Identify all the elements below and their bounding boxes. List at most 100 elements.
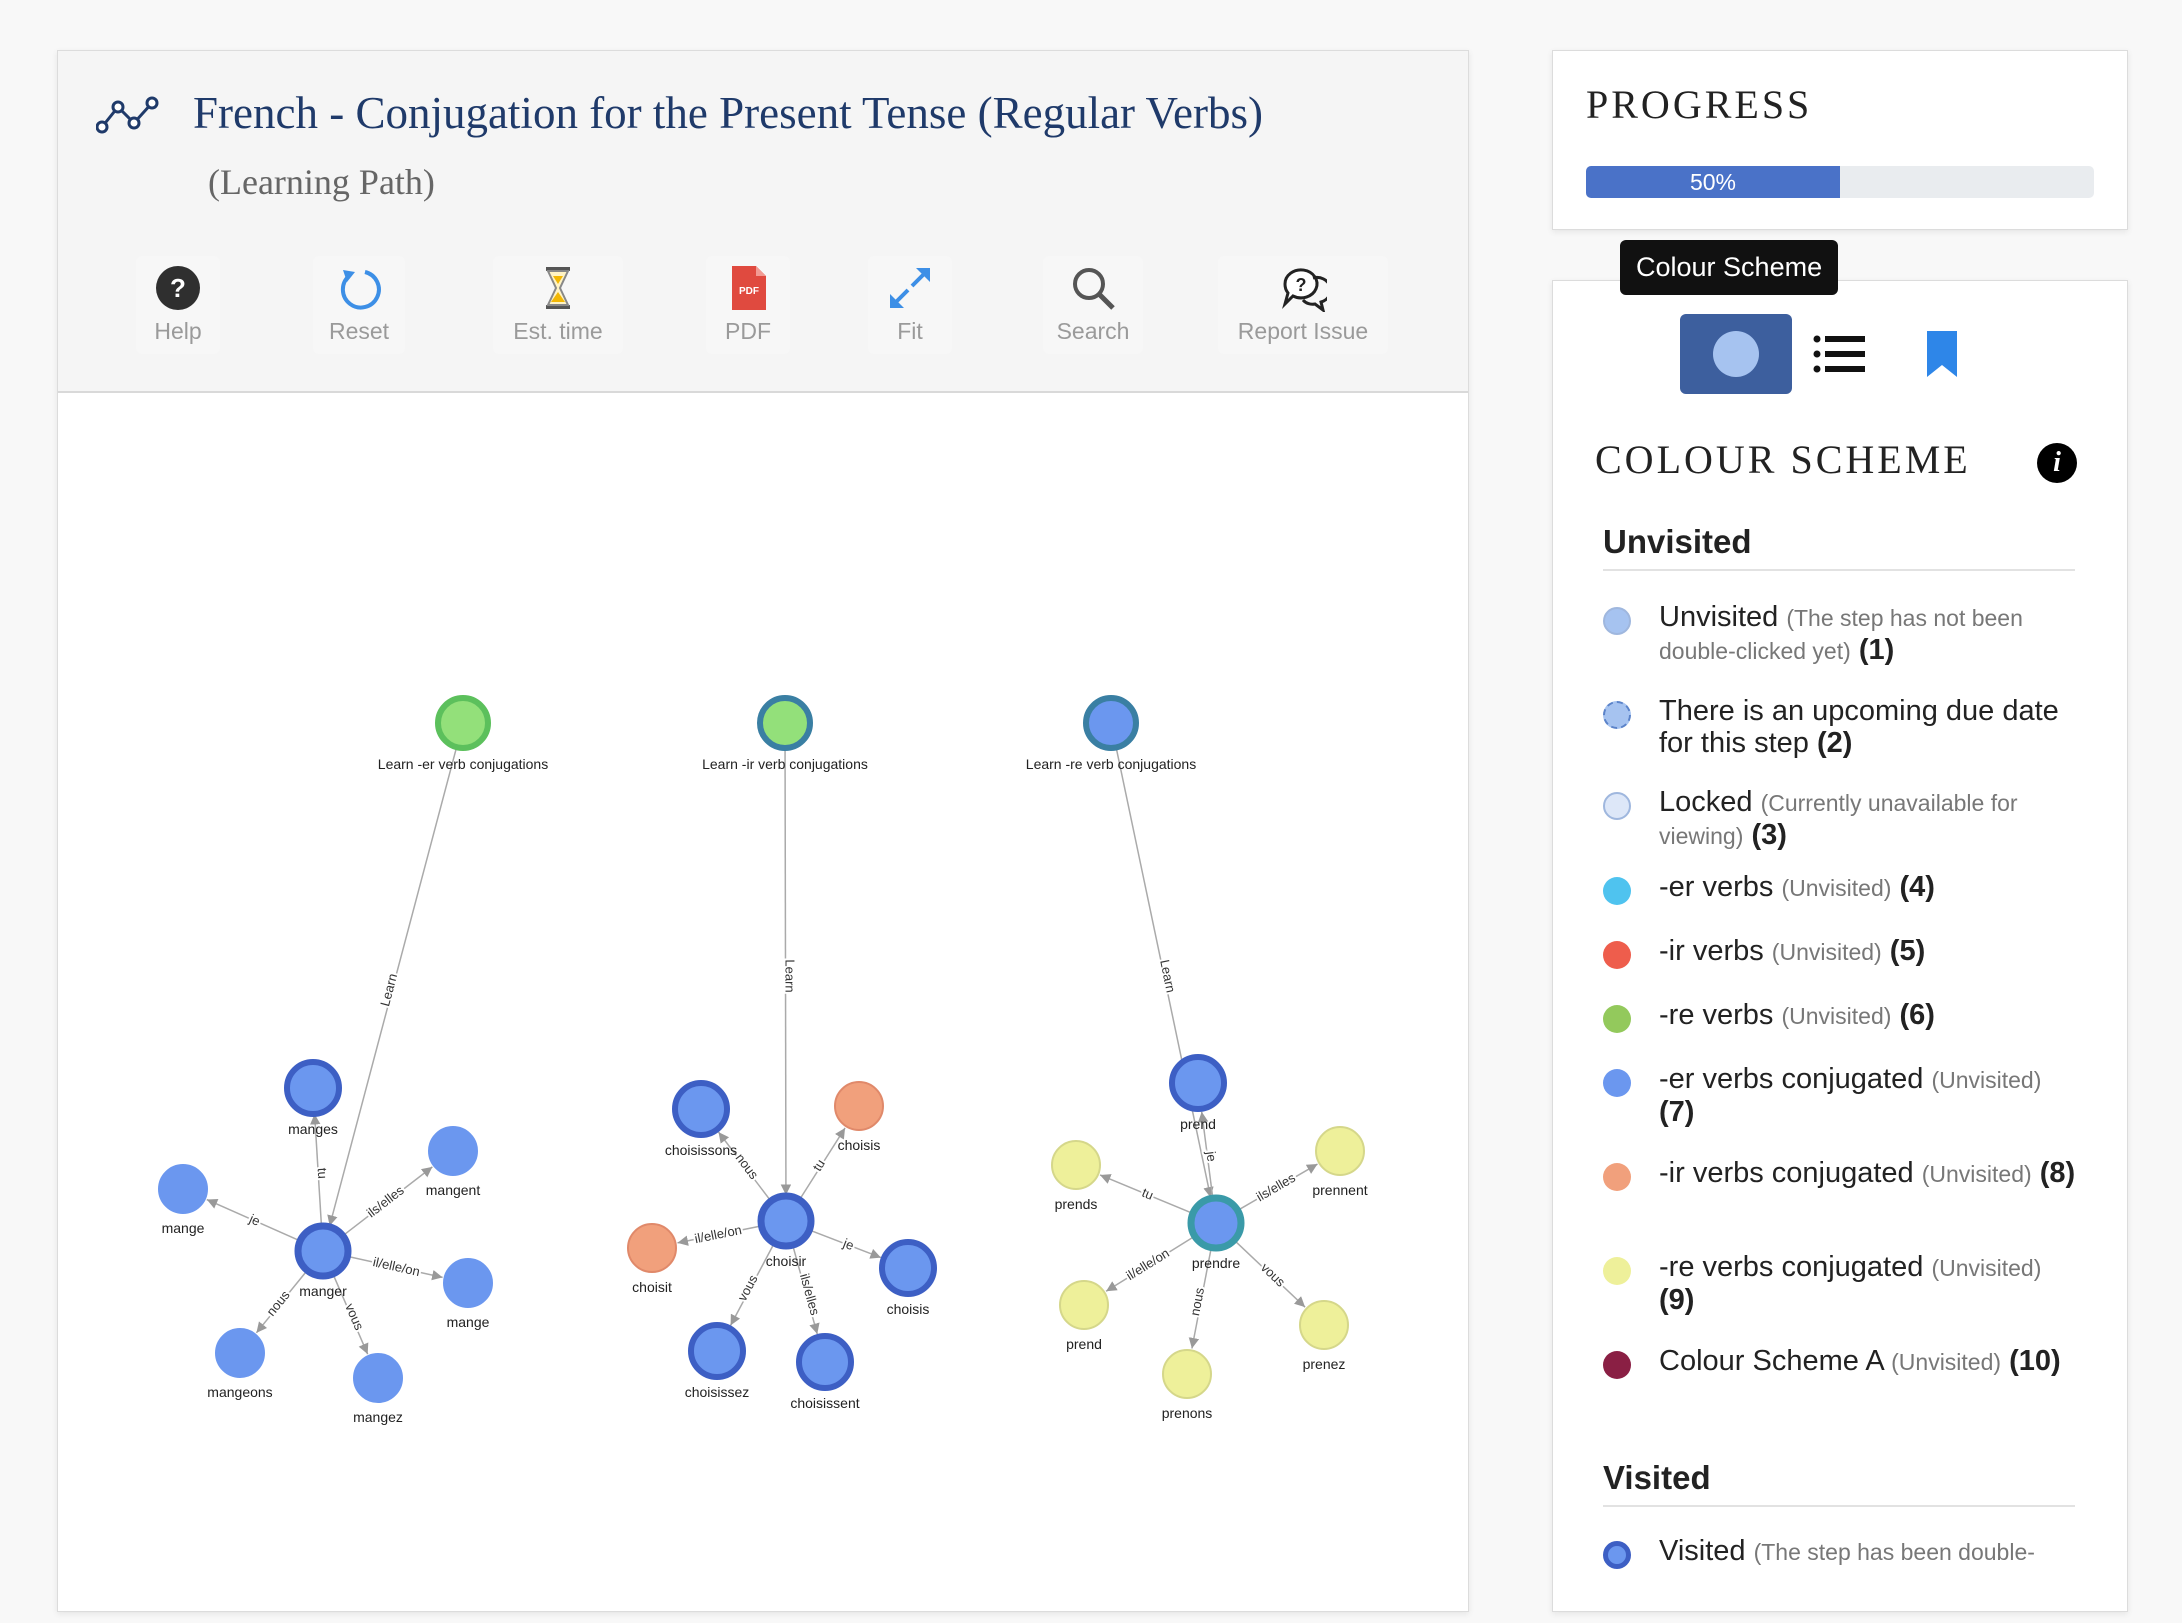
fit-button[interactable]: Fit xyxy=(868,256,952,354)
graph-edge xyxy=(717,1131,770,1200)
legend-number: (10) xyxy=(2009,1345,2061,1377)
fit-label: Fit xyxy=(897,318,923,344)
verb-node[interactable] xyxy=(294,1222,352,1280)
colour-scheme-panel: COLOUR SCHEME i Unvisited Unvisited (The… xyxy=(1552,280,2128,1612)
graph-edge xyxy=(780,748,792,1196)
legend-item: -re verbs (Unvisited) (6) xyxy=(1603,999,2083,1033)
help-label: Help xyxy=(154,318,202,344)
legend-name: Colour Scheme A xyxy=(1659,1345,1884,1377)
pdf-badge-text: PDF xyxy=(739,286,759,297)
legend-item: Unvisited (The step has not been double-… xyxy=(1603,601,2083,667)
list-tab[interactable] xyxy=(1783,314,1895,394)
graph-edge xyxy=(811,1230,882,1259)
node-label: manges xyxy=(288,1121,338,1137)
edge-label: tu xyxy=(315,1167,331,1179)
legend-text: There is an upcoming due date for this s… xyxy=(1659,695,2083,759)
conjugation-node[interactable] xyxy=(284,1059,342,1117)
conjugation-node[interactable] xyxy=(1169,1054,1227,1112)
legend-text: -ir verbs conjugated (Unvisited) (8) xyxy=(1659,1157,2075,1190)
legend-number: (2) xyxy=(1816,727,1853,759)
legend-dot xyxy=(1603,607,1631,635)
legend-desc: (The step has not been double-clicked ye… xyxy=(1659,605,2023,664)
conjugation-node[interactable] xyxy=(1059,1280,1109,1330)
learn-node[interactable] xyxy=(1083,695,1139,751)
graph-edge xyxy=(255,1272,306,1334)
svg-text:?: ? xyxy=(1296,275,1307,295)
edge-label: ils/elles xyxy=(797,1272,823,1318)
edge-label: je xyxy=(246,1211,262,1229)
est-time-button[interactable]: Est. time xyxy=(493,256,623,354)
conjugation-node[interactable] xyxy=(215,1328,265,1378)
legend-text: Colour Scheme A (Unvisited) (10) xyxy=(1659,1345,2061,1378)
conjugation-node[interactable] xyxy=(1315,1126,1365,1176)
bookmark-tab[interactable] xyxy=(1886,314,1998,394)
edge-label: je xyxy=(840,1235,856,1253)
legend-desc: (Unvisited) xyxy=(1771,939,1882,965)
report-issue-button[interactable]: ? Report Issue xyxy=(1218,256,1388,354)
legend-name: -er verbs conjugated xyxy=(1659,1063,1924,1095)
conjugation-node[interactable] xyxy=(158,1164,208,1214)
node-label: Learn -er verb conjugations xyxy=(378,756,548,772)
conjugation-node[interactable] xyxy=(443,1258,493,1308)
legend-text: -re verbs (Unvisited) (6) xyxy=(1659,999,1935,1032)
learn-node[interactable] xyxy=(435,695,491,751)
progress-title: PROGRESS xyxy=(1586,82,1813,127)
legend-desc: (Unvisited) xyxy=(1781,875,1892,901)
legend-desc: (Unvisited) xyxy=(1891,1349,2002,1375)
colour-scheme-tab[interactable] xyxy=(1680,314,1792,394)
node-label: mangent xyxy=(426,1182,481,1198)
edge-label: il/elle/on xyxy=(1123,1245,1171,1283)
conjugation-node[interactable] xyxy=(353,1353,403,1403)
conjugation-node[interactable] xyxy=(796,1333,854,1391)
pdf-button[interactable]: PDF PDF xyxy=(706,256,790,354)
node-label: prends xyxy=(1055,1196,1098,1212)
legend-dot xyxy=(1603,1351,1631,1379)
search-button[interactable]: Search xyxy=(1043,256,1143,354)
legend-name: -re verbs xyxy=(1659,999,1774,1031)
info-icon[interactable]: i xyxy=(2037,443,2077,483)
node-label: mange xyxy=(162,1220,205,1236)
conjugation-node[interactable] xyxy=(1162,1349,1212,1399)
legend-number: (6) xyxy=(1899,999,1935,1031)
edge-label: Learn xyxy=(782,959,797,992)
conjugation-node[interactable] xyxy=(688,1322,746,1380)
legend-item: There is an upcoming due date for this s… xyxy=(1603,695,2083,759)
list-icon xyxy=(1813,335,1865,373)
conjugation-node[interactable] xyxy=(1299,1300,1349,1350)
learn-node[interactable] xyxy=(757,695,813,751)
reset-button[interactable]: Reset xyxy=(313,256,405,354)
help-button[interactable]: ? Help xyxy=(136,256,220,354)
unvisited-heading: Unvisited xyxy=(1603,523,2075,571)
legend-dot xyxy=(1603,1069,1631,1097)
legend-dot xyxy=(1603,701,1631,729)
legend-text: Visited (The step has been double- xyxy=(1659,1535,2035,1568)
pdf-label: PDF xyxy=(725,318,771,344)
node-label: mangez xyxy=(353,1409,403,1425)
legend-text: Unvisited (The step has not been double-… xyxy=(1659,601,2083,667)
graph-edge xyxy=(333,1276,369,1355)
conjugation-node[interactable] xyxy=(428,1126,478,1176)
legend-desc: (Unvisited) xyxy=(1781,1003,1892,1029)
conjugation-node[interactable] xyxy=(879,1239,937,1297)
legend-number: (3) xyxy=(1751,819,1787,851)
node-label: mange xyxy=(447,1314,490,1330)
panel-header: French - Conjugation for the Present Ten… xyxy=(58,51,1468,393)
legend-item: -ir verbs (Unvisited) (5) xyxy=(1603,935,2083,969)
conjugation-node[interactable] xyxy=(627,1223,677,1273)
verb-node[interactable] xyxy=(1187,1194,1245,1252)
graph-edge xyxy=(1197,1111,1214,1196)
verb-node[interactable] xyxy=(757,1192,815,1250)
expand-icon xyxy=(890,268,930,308)
search-label: Search xyxy=(1056,318,1130,344)
graph-edge xyxy=(1188,1250,1212,1349)
conjugation-node[interactable] xyxy=(834,1081,884,1131)
conjugation-node[interactable] xyxy=(1051,1140,1101,1190)
edge-label: nous xyxy=(1187,1286,1207,1317)
help-icon: ? xyxy=(156,266,200,310)
conjugation-node[interactable] xyxy=(672,1080,730,1138)
legend-dot xyxy=(1603,1257,1631,1285)
node-label: choisit xyxy=(632,1279,672,1295)
legend-dot xyxy=(1603,877,1631,905)
legend-text: -re verbs conjugated (Unvisited) (9) xyxy=(1659,1251,2083,1316)
